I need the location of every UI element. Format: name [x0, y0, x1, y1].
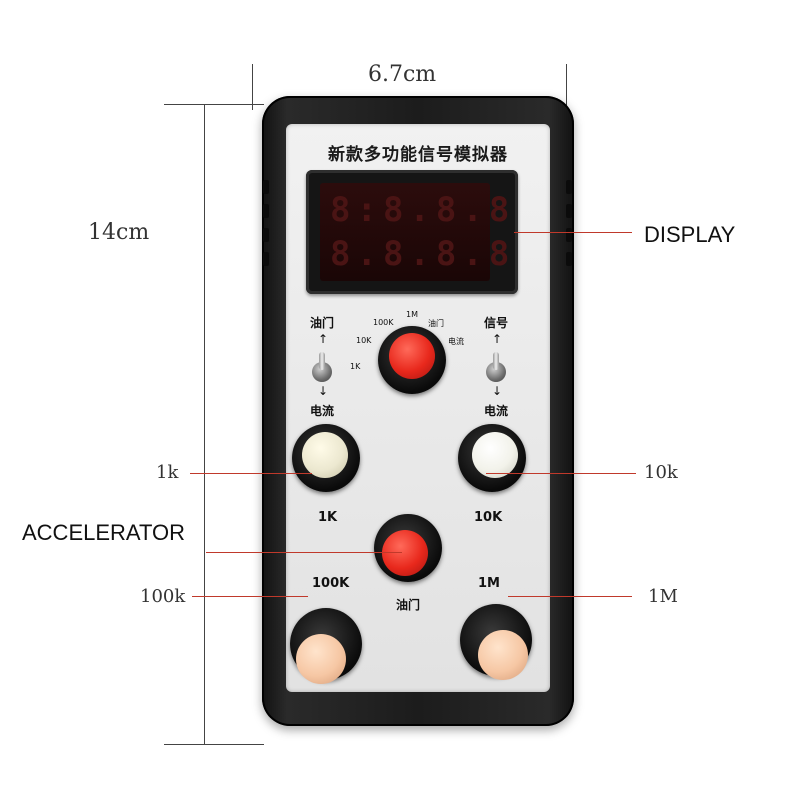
left-switch-top-label: 油门: [310, 316, 335, 330]
left-toggle-lever: [319, 352, 325, 370]
knob-1m-cap: [478, 630, 528, 680]
knob-10k-label: 10K: [474, 510, 503, 525]
right-grip-ridges: [566, 180, 572, 266]
right-switch-bottom-label: 电流: [484, 404, 509, 418]
accelerator-callout-label: ACCELERATOR: [22, 520, 186, 545]
accelerator-knob-cap: [382, 530, 428, 576]
knob-100k-cap: [296, 634, 346, 684]
selector-label-10k: 10K: [356, 336, 372, 345]
left-switch-bottom-label: 电流: [310, 404, 335, 418]
height-line: [204, 104, 205, 744]
mode-selector-cap: [389, 333, 435, 379]
display-callout-line: [514, 232, 632, 233]
left-switch-up-arrow: ↑: [318, 332, 329, 346]
knob-10k-cap: [472, 432, 518, 478]
knob-1m-label: 1M: [478, 576, 500, 591]
k10-callout-line: [486, 473, 636, 474]
right-toggle-switch[interactable]: [486, 362, 506, 382]
k100-callout-label: 100k: [140, 586, 186, 607]
knob-100k-label: 100K: [312, 576, 350, 591]
selector-label-current: 电流: [448, 337, 464, 346]
selector-label-1m: 1M: [406, 310, 418, 319]
k1-callout-line: [190, 473, 312, 474]
right-switch-top-label: 信号: [484, 316, 509, 330]
height-dimension-label: 14cm: [88, 220, 150, 245]
selector-label-1k: 1K: [350, 362, 361, 371]
m1-callout-label: 1M: [648, 586, 678, 607]
k100-callout-line: [192, 596, 308, 597]
accelerator-knob-label: 油门: [396, 598, 421, 612]
selector-label-throttle: 油门: [428, 319, 444, 328]
right-switch-down-arrow: ↓: [492, 384, 503, 398]
k1-callout-label: 1k: [156, 462, 179, 483]
right-toggle-lever: [493, 352, 499, 370]
led-display-window: [320, 183, 490, 281]
display-callout-label: DISPLAY: [644, 222, 736, 247]
knob-1k-label: 1K: [318, 510, 338, 525]
knob-1k-cap: [302, 432, 348, 478]
display-row-2: 8.8.8.8: [330, 234, 516, 274]
selector-label-100k: 100K: [373, 318, 394, 327]
height-tick-bottom: [164, 744, 264, 745]
width-tick-left: [252, 64, 253, 110]
left-grip-ridges: [263, 180, 269, 266]
right-switch-up-arrow: ↑: [492, 332, 503, 346]
display-row-1: 8:8.8.8: [330, 190, 516, 230]
m1-callout-line: [508, 596, 632, 597]
device-title: 新款多功能信号模拟器: [328, 145, 508, 165]
left-toggle-switch[interactable]: [312, 362, 332, 382]
width-dimension-label: 6.7cm: [368, 62, 437, 87]
k10-callout-label: 10k: [644, 462, 678, 483]
accelerator-callout-line: [206, 552, 402, 553]
height-tick-top: [164, 104, 264, 105]
left-switch-down-arrow: ↓: [318, 384, 329, 398]
